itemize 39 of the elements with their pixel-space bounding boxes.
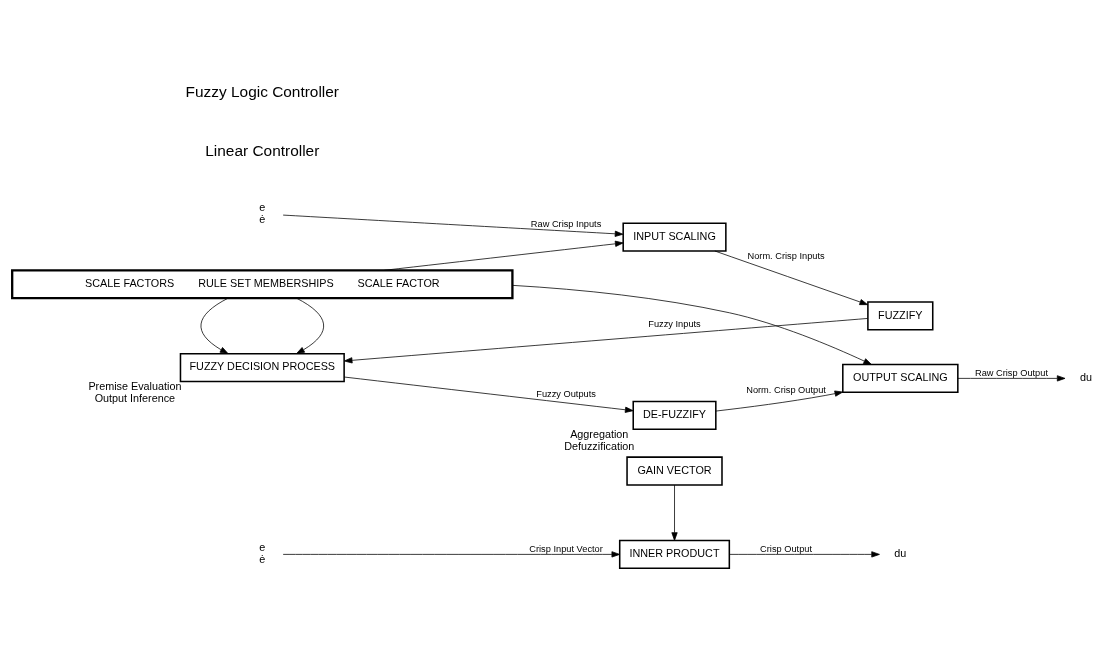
arrow bbox=[957, 375, 1066, 382]
node-box: INPUT SCALING bbox=[622, 222, 727, 252]
node-label: Output Inference bbox=[94, 391, 176, 404]
node-text: du bbox=[894, 547, 907, 560]
node-box: FUZZIFY bbox=[867, 301, 934, 331]
label: Fuzzy Logic Controller bbox=[185, 83, 340, 101]
edge-label: Raw Crisp Inputs bbox=[530, 218, 602, 229]
node-box: SCALE FACTORS RULE SET MEMBERSHIPS SCALE FACTOR bbox=[11, 269, 514, 300]
node-label: Defuzzification bbox=[564, 439, 635, 452]
edge-label: Fuzzy Inputs bbox=[648, 319, 701, 330]
arrow bbox=[296, 297, 324, 354]
arrow bbox=[671, 484, 678, 541]
arrow bbox=[343, 318, 868, 364]
edge-label: Raw Crisp Output bbox=[974, 367, 1048, 378]
edge-label: Crisp Output bbox=[760, 543, 813, 554]
arrow bbox=[282, 551, 621, 558]
node-label: Premise Evaluation bbox=[88, 380, 182, 393]
edge-label: Fuzzy Outputs bbox=[536, 388, 596, 399]
arrow bbox=[715, 390, 844, 412]
edge-label: Norm. Crisp Output bbox=[746, 384, 826, 395]
arrow bbox=[383, 240, 624, 271]
node-box: INNER PRODUCT bbox=[618, 539, 731, 570]
arrow bbox=[282, 214, 624, 237]
node-box: GAIN VECTOR bbox=[626, 456, 723, 486]
node-label: Aggregation bbox=[570, 427, 629, 440]
node-text: du bbox=[1079, 371, 1092, 384]
arrow bbox=[200, 297, 229, 354]
label: Linear Controller bbox=[205, 142, 320, 160]
edge-label: Norm. Crisp Inputs bbox=[747, 251, 825, 262]
node-box: OUTPUT SCALING bbox=[842, 363, 959, 394]
node-text: e ė bbox=[259, 541, 266, 566]
arrow bbox=[714, 250, 868, 306]
node-box: DE-FUZZIFY bbox=[632, 400, 717, 431]
arrow bbox=[512, 284, 872, 365]
node-text: e ė bbox=[259, 201, 266, 225]
edge-label: Crisp Input Vector bbox=[529, 543, 603, 554]
arrow bbox=[343, 376, 634, 413]
arrow bbox=[729, 551, 880, 558]
node-box: FUZZY DECISION PROCESS bbox=[179, 352, 345, 383]
